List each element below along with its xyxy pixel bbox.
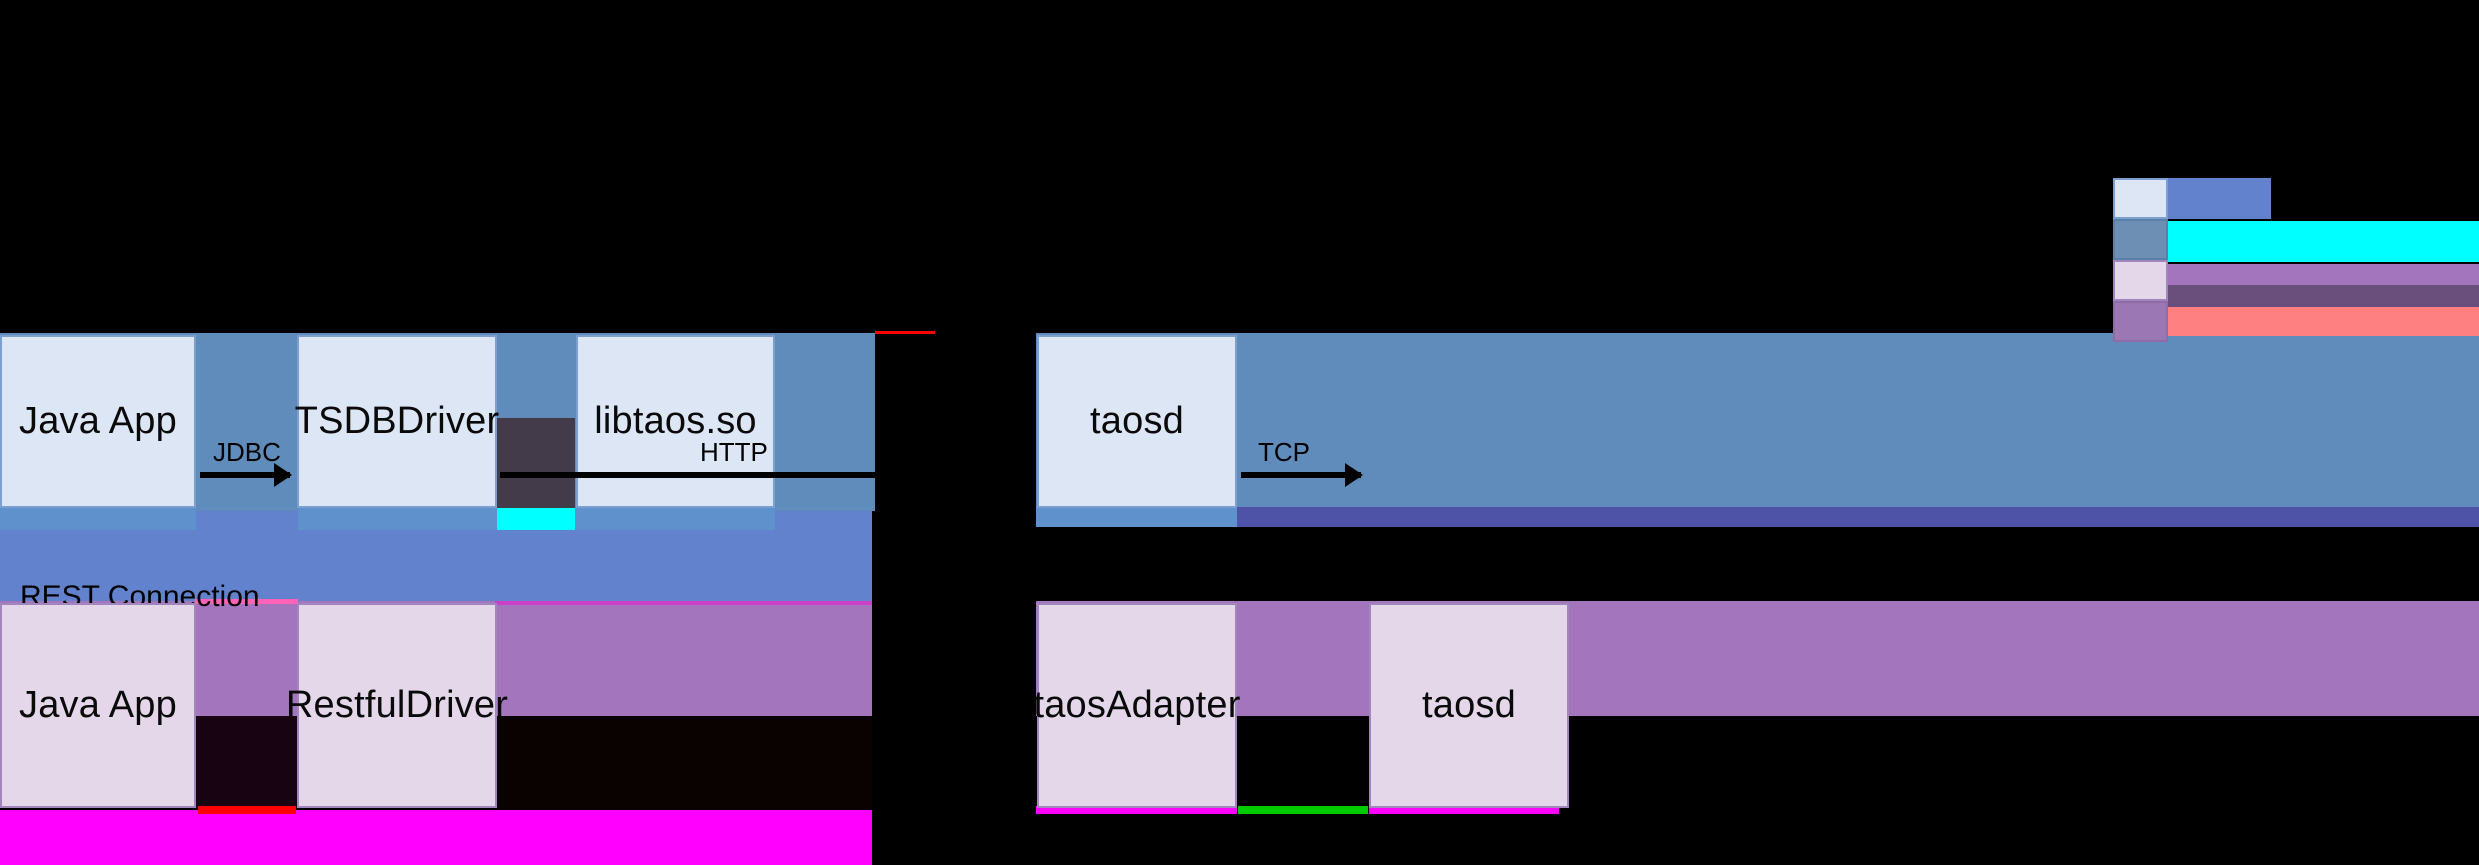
band-magenta-bottom	[0, 810, 872, 865]
node-java-app-native: Java App	[0, 335, 196, 508]
node-label: libtaos.so	[594, 399, 757, 442]
legend-swatch-2	[2113, 219, 2168, 260]
band-steel-taosd-under	[1036, 507, 1237, 527]
band-magenta-rule-right	[495, 601, 872, 605]
edge-label-javaapp-tsdbdriver: JDBC	[213, 248, 281, 278]
node-taos-adapter: taosAdapter	[1033, 603, 1240, 808]
band-purple-taosadapter	[1036, 601, 2479, 716]
node-label: TSDBDriver	[294, 399, 500, 442]
legend-streak-3	[2168, 264, 2479, 285]
arrow-javaapp-restfuldriver	[200, 463, 292, 487]
band-magenta-rule-taosd	[1369, 806, 1559, 814]
edge-label-libtaos-taosd: TCP	[865, 248, 917, 278]
band-plum-jni	[497, 418, 575, 508]
arrow-javaapp-tsdbdriver	[200, 274, 292, 298]
band-steel-under-tsdb	[298, 508, 497, 530]
node-java-app-rest: Java App	[0, 603, 196, 808]
legend-swatch-3	[2113, 260, 2168, 301]
band-magenta-rule-adapter	[1036, 806, 1237, 814]
band-magenta-rule-left	[195, 599, 298, 604]
band-steel-under-javaapp	[0, 508, 196, 530]
band-dark-mid	[495, 716, 872, 810]
edge-label-tsdbdriver-libtaos: JNI	[506, 248, 545, 278]
legend	[2113, 178, 2180, 342]
edge-label-adapter-taosd: TCP	[1258, 437, 1310, 467]
arrow-tsdbdriver-libtaos	[500, 274, 570, 298]
band-dark-left	[195, 716, 298, 810]
node-tsdb-driver: TSDBDriver	[294, 335, 500, 508]
node-label: taosd	[1422, 683, 1516, 726]
legend-streak-1	[2168, 178, 2271, 219]
edge-label-restfuldriver-adapter: HTTP	[700, 437, 768, 467]
node-label: RestfulDriver	[285, 683, 509, 726]
legend-streak-2	[2168, 221, 2479, 262]
band-red-under-left	[198, 806, 296, 814]
legend-swatch-4	[2113, 301, 2168, 342]
node-label: taosAdapter	[1033, 683, 1241, 726]
node-label: taosd	[1090, 399, 1184, 442]
edge-label-javaapp-restfuldriver: JDBC	[213, 437, 281, 467]
band-cyan-jni	[497, 508, 575, 530]
legend-item-4	[2113, 301, 2180, 342]
node-label: Java App	[19, 399, 177, 442]
node-taosd-rest: taosd	[1369, 603, 1569, 808]
node-restful-driver: RestfulDriver	[286, 603, 508, 808]
band-red-rule	[875, 331, 935, 334]
arrow-libtaos-taosd	[779, 274, 1031, 298]
native-row-label: Native Connection	[20, 290, 266, 323]
band-steel-top-right	[1036, 333, 2479, 511]
band-green-rule-adapter	[1238, 806, 1368, 814]
band-steel-under-libtaos	[575, 508, 775, 530]
legend-item-2	[2113, 219, 2180, 260]
band-indigo-right	[1237, 507, 2479, 527]
node-libtaos-so: libtaos.so	[576, 335, 775, 508]
legend-streak-3b	[2168, 285, 2479, 307]
legend-swatch-1	[2113, 178, 2168, 219]
legend-item-3	[2113, 260, 2180, 301]
node-label: Java App	[19, 683, 177, 726]
node-taosd-native: taosd	[1037, 335, 1237, 508]
legend-item-1	[2113, 178, 2180, 219]
legend-streak-4	[2168, 307, 2479, 336]
arrow-restfuldriver-adapter	[500, 463, 1030, 487]
arrow-adapter-taosd	[1241, 463, 1363, 487]
